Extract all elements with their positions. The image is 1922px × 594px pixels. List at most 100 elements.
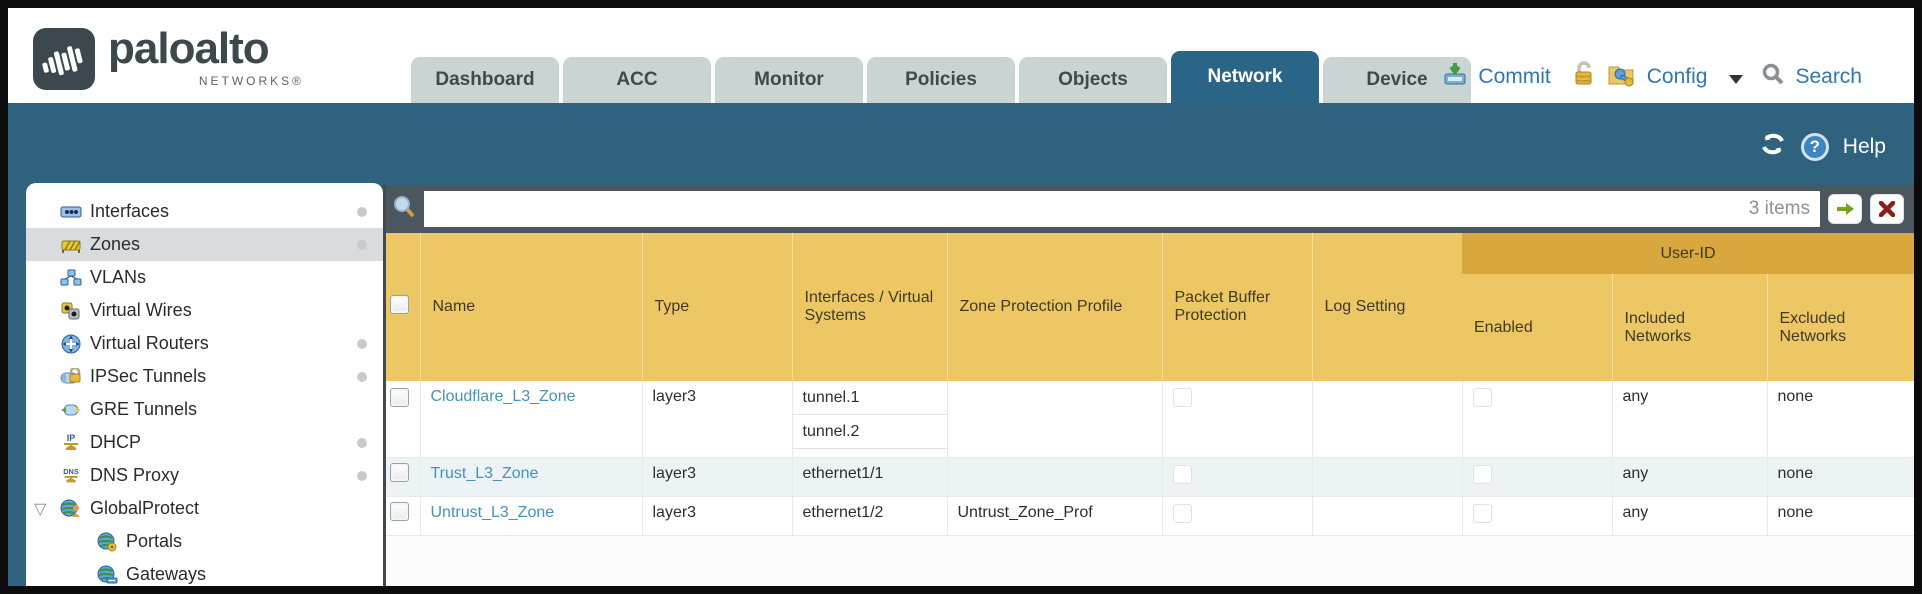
sidebar-item-dns-proxy[interactable]: DNS DNS Proxy (26, 459, 383, 492)
log-setting (1311, 496, 1462, 536)
row-checkbox[interactable] (390, 462, 409, 482)
apply-filter-button[interactable] (1828, 194, 1862, 224)
zone-protection-profile: Untrust_Zone_Prof (946, 496, 1162, 536)
col-enabled[interactable]: Enabled (1462, 274, 1612, 381)
user-id-enabled-checkbox[interactable] (1472, 388, 1492, 407)
col-packet-buffer-protection[interactable]: Packet Buffer Protection (1161, 233, 1312, 381)
svg-text:DNS: DNS (63, 467, 79, 476)
tab-acc[interactable]: ACC (563, 57, 711, 103)
paloalto-logo-icon (33, 28, 95, 90)
config-menu[interactable]: Config (1646, 65, 1708, 88)
included-networks: any (1611, 381, 1767, 458)
packet-buffer-checkbox[interactable] (1172, 388, 1192, 407)
filter-search-icon (392, 194, 416, 225)
interface-entry: tunnel.2 (792, 415, 947, 449)
zone-name-link[interactable]: Cloudflare_L3_Zone (430, 388, 576, 405)
tab-dashboard[interactable]: Dashboard (411, 57, 559, 103)
sidebar-item-portals[interactable]: Portals (26, 525, 383, 558)
select-all-header (386, 233, 420, 381)
refresh-icon[interactable] (1759, 131, 1787, 163)
virtual-wires-icon (60, 301, 82, 321)
sidebar-item-gre-tunnels[interactable]: GRE Tunnels (26, 393, 383, 426)
help-label[interactable]: Help (1842, 135, 1886, 158)
ipsec-tunnels-icon (60, 367, 82, 387)
tab-monitor[interactable]: Monitor (715, 57, 863, 103)
sidebar-item-virtual-wires[interactable]: Virtual Wires (26, 294, 383, 327)
status-dot (357, 437, 367, 448)
zone-name-link[interactable]: Trust_L3_Zone (430, 464, 539, 482)
col-type[interactable]: Type (641, 233, 792, 381)
user-id-enabled-checkbox[interactable] (1472, 464, 1492, 484)
col-included-networks[interactable]: Included Networks (1611, 274, 1767, 381)
excluded-networks: none (1766, 381, 1914, 458)
sidebar-item-interfaces[interactable]: Interfaces (26, 195, 383, 228)
paloalto-logo: paloalto NETWORKS® (30, 22, 310, 100)
status-dot (357, 239, 367, 250)
gre-tunnels-icon (60, 400, 82, 420)
select-all-checkbox[interactable] (390, 295, 409, 314)
col-name[interactable]: Name (419, 233, 642, 381)
status-dot (357, 470, 367, 481)
unlock-icon[interactable] (1571, 60, 1597, 94)
main-panel: 3 items (383, 185, 1914, 586)
zone-name-link[interactable]: Untrust_L3_Zone (430, 503, 555, 521)
top-bar: paloalto NETWORKS® Dashboard ACC Monitor… (8, 8, 1914, 103)
sidebar-item-dhcp[interactable]: IP DHCP (26, 426, 383, 459)
row-checkbox[interactable] (390, 388, 409, 407)
clear-filter-button[interactable] (1870, 194, 1904, 224)
sidebar-item-label: Zones (90, 234, 141, 254)
packet-buffer-checkbox[interactable] (1172, 503, 1192, 523)
zones-table: Name Type Interfaces / Virtual Systems Z… (386, 233, 1914, 536)
table-row: Trust_L3_Zone layer3 ethernet1/1 any non… (386, 457, 1914, 497)
zone-interfaces: ethernet1/2 (791, 496, 947, 536)
status-dot (357, 338, 367, 349)
included-networks: any (1611, 496, 1767, 536)
tab-policies[interactable]: Policies (867, 57, 1015, 103)
sidebar-item-label: Gateways (126, 564, 207, 584)
help-icon[interactable]: ? (1800, 133, 1829, 161)
zone-interfaces: ethernet1/1 (791, 457, 947, 497)
tab-network[interactable]: Network (1171, 51, 1319, 103)
col-excluded-networks[interactable]: Excluded Networks (1766, 274, 1914, 381)
packet-buffer-checkbox[interactable] (1172, 464, 1192, 484)
col-interfaces[interactable]: Interfaces / Virtual Systems (791, 233, 947, 381)
search-button[interactable]: Search (1795, 65, 1862, 88)
sidebar-item-label: Interfaces (90, 201, 170, 221)
excluded-networks: none (1766, 496, 1914, 536)
config-caret-icon[interactable] (1729, 74, 1744, 84)
included-networks: any (1611, 457, 1767, 497)
tab-objects[interactable]: Objects (1019, 57, 1167, 103)
interface-entry: tunnel.1 (792, 381, 947, 415)
utility-bar: ? Help (1759, 131, 1886, 163)
sidebar-item-virtual-routers[interactable]: Virtual Routers (26, 327, 383, 360)
dhcp-icon: IP (60, 433, 82, 453)
sidebar-item-label: VLANs (90, 267, 147, 287)
zone-type: layer3 (641, 457, 792, 497)
sidebar-item-label: Portals (126, 531, 183, 551)
gateways-icon (96, 565, 118, 585)
commit-button[interactable]: Commit (1478, 65, 1551, 88)
sidebar-item-label: DHCP (90, 432, 142, 452)
row-checkbox[interactable] (390, 501, 409, 521)
commit-icon (1442, 61, 1468, 93)
sidebar-item-vlans[interactable]: VLANs (26, 261, 383, 294)
top-actions: Commit Config (1442, 60, 1872, 94)
excluded-networks: none (1766, 457, 1914, 497)
filter-input-box: 3 items (424, 191, 1820, 227)
col-log-setting[interactable]: Log Setting (1311, 233, 1462, 381)
zones-icon (60, 235, 82, 255)
sidebar-item-gateways[interactable]: Gateways (26, 558, 383, 586)
user-id-enabled-checkbox[interactable] (1472, 503, 1492, 523)
main-nav-tabs: Dashboard ACC Monitor Policies Objects N… (411, 51, 1471, 103)
sidebar-item-label: GRE Tunnels (90, 399, 198, 419)
vlans-icon (60, 268, 82, 288)
zones-table-wrap: Name Type Interfaces / Virtual Systems Z… (386, 233, 1914, 586)
col-zone-protection-profile[interactable]: Zone Protection Profile (946, 233, 1162, 381)
status-dot (357, 371, 367, 382)
filter-input[interactable] (424, 191, 1749, 227)
sidebar-item-zones[interactable]: Zones (26, 228, 383, 261)
sidebar-item-globalprotect[interactable]: ▽ GlobalProtect (26, 492, 383, 525)
sidebar-item-ipsec-tunnels[interactable]: IPSec Tunnels (26, 360, 383, 393)
expander-icon[interactable]: ▽ (34, 501, 47, 518)
